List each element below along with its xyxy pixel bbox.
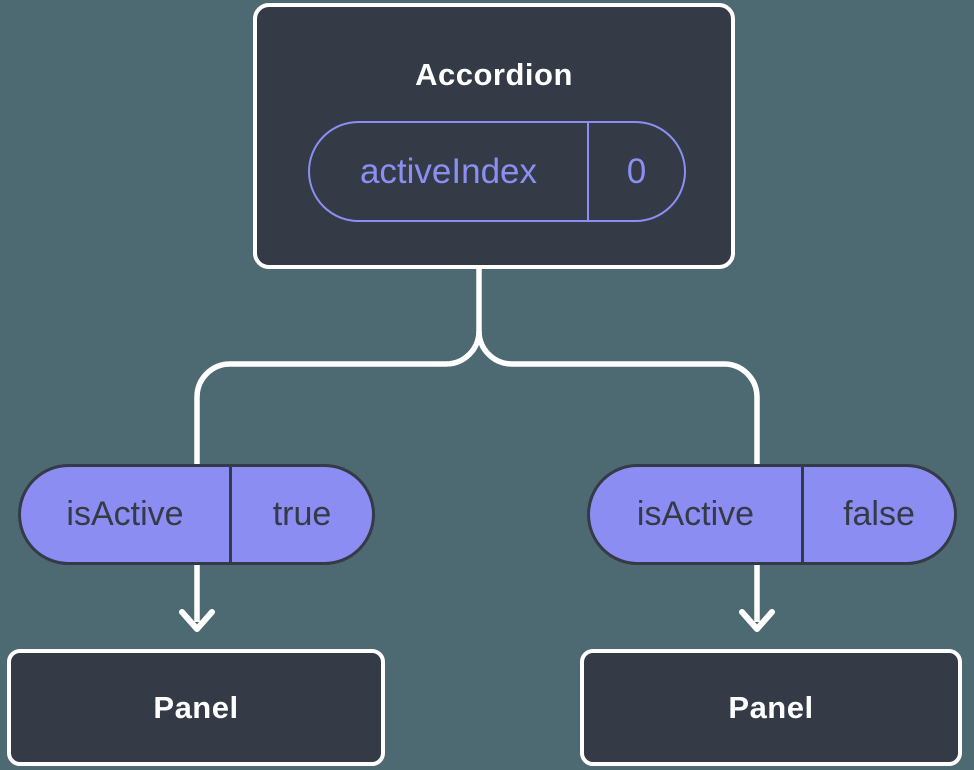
panel-node-left: Panel: [7, 649, 385, 766]
panel-node-right: Panel: [580, 649, 962, 766]
arrow-down-icon: [179, 609, 215, 632]
branch-line-right: [476, 330, 760, 622]
prop-pill-is-active-true: isActive true: [18, 464, 375, 565]
panel-node-title: Panel: [728, 689, 814, 725]
prop-pill-value: false: [801, 467, 954, 562]
panel-node-title: Panel: [153, 689, 239, 725]
arrow-down-icon: [739, 609, 775, 632]
state-pill-name: activeIndex: [359, 151, 538, 191]
prop-pill-is-active-false: isActive false: [587, 464, 957, 565]
prop-pill-name: isActive: [636, 495, 755, 533]
state-pill-value: 0: [587, 123, 684, 220]
state-pill: activeIndex 0: [308, 121, 686, 222]
prop-pill-value: true: [229, 467, 372, 562]
accordion-node: Accordion activeIndex 0: [253, 3, 735, 269]
prop-pill-name: isActive: [66, 495, 184, 533]
branch-line-left: [194, 262, 482, 622]
accordion-node-title: Accordion: [415, 57, 573, 92]
